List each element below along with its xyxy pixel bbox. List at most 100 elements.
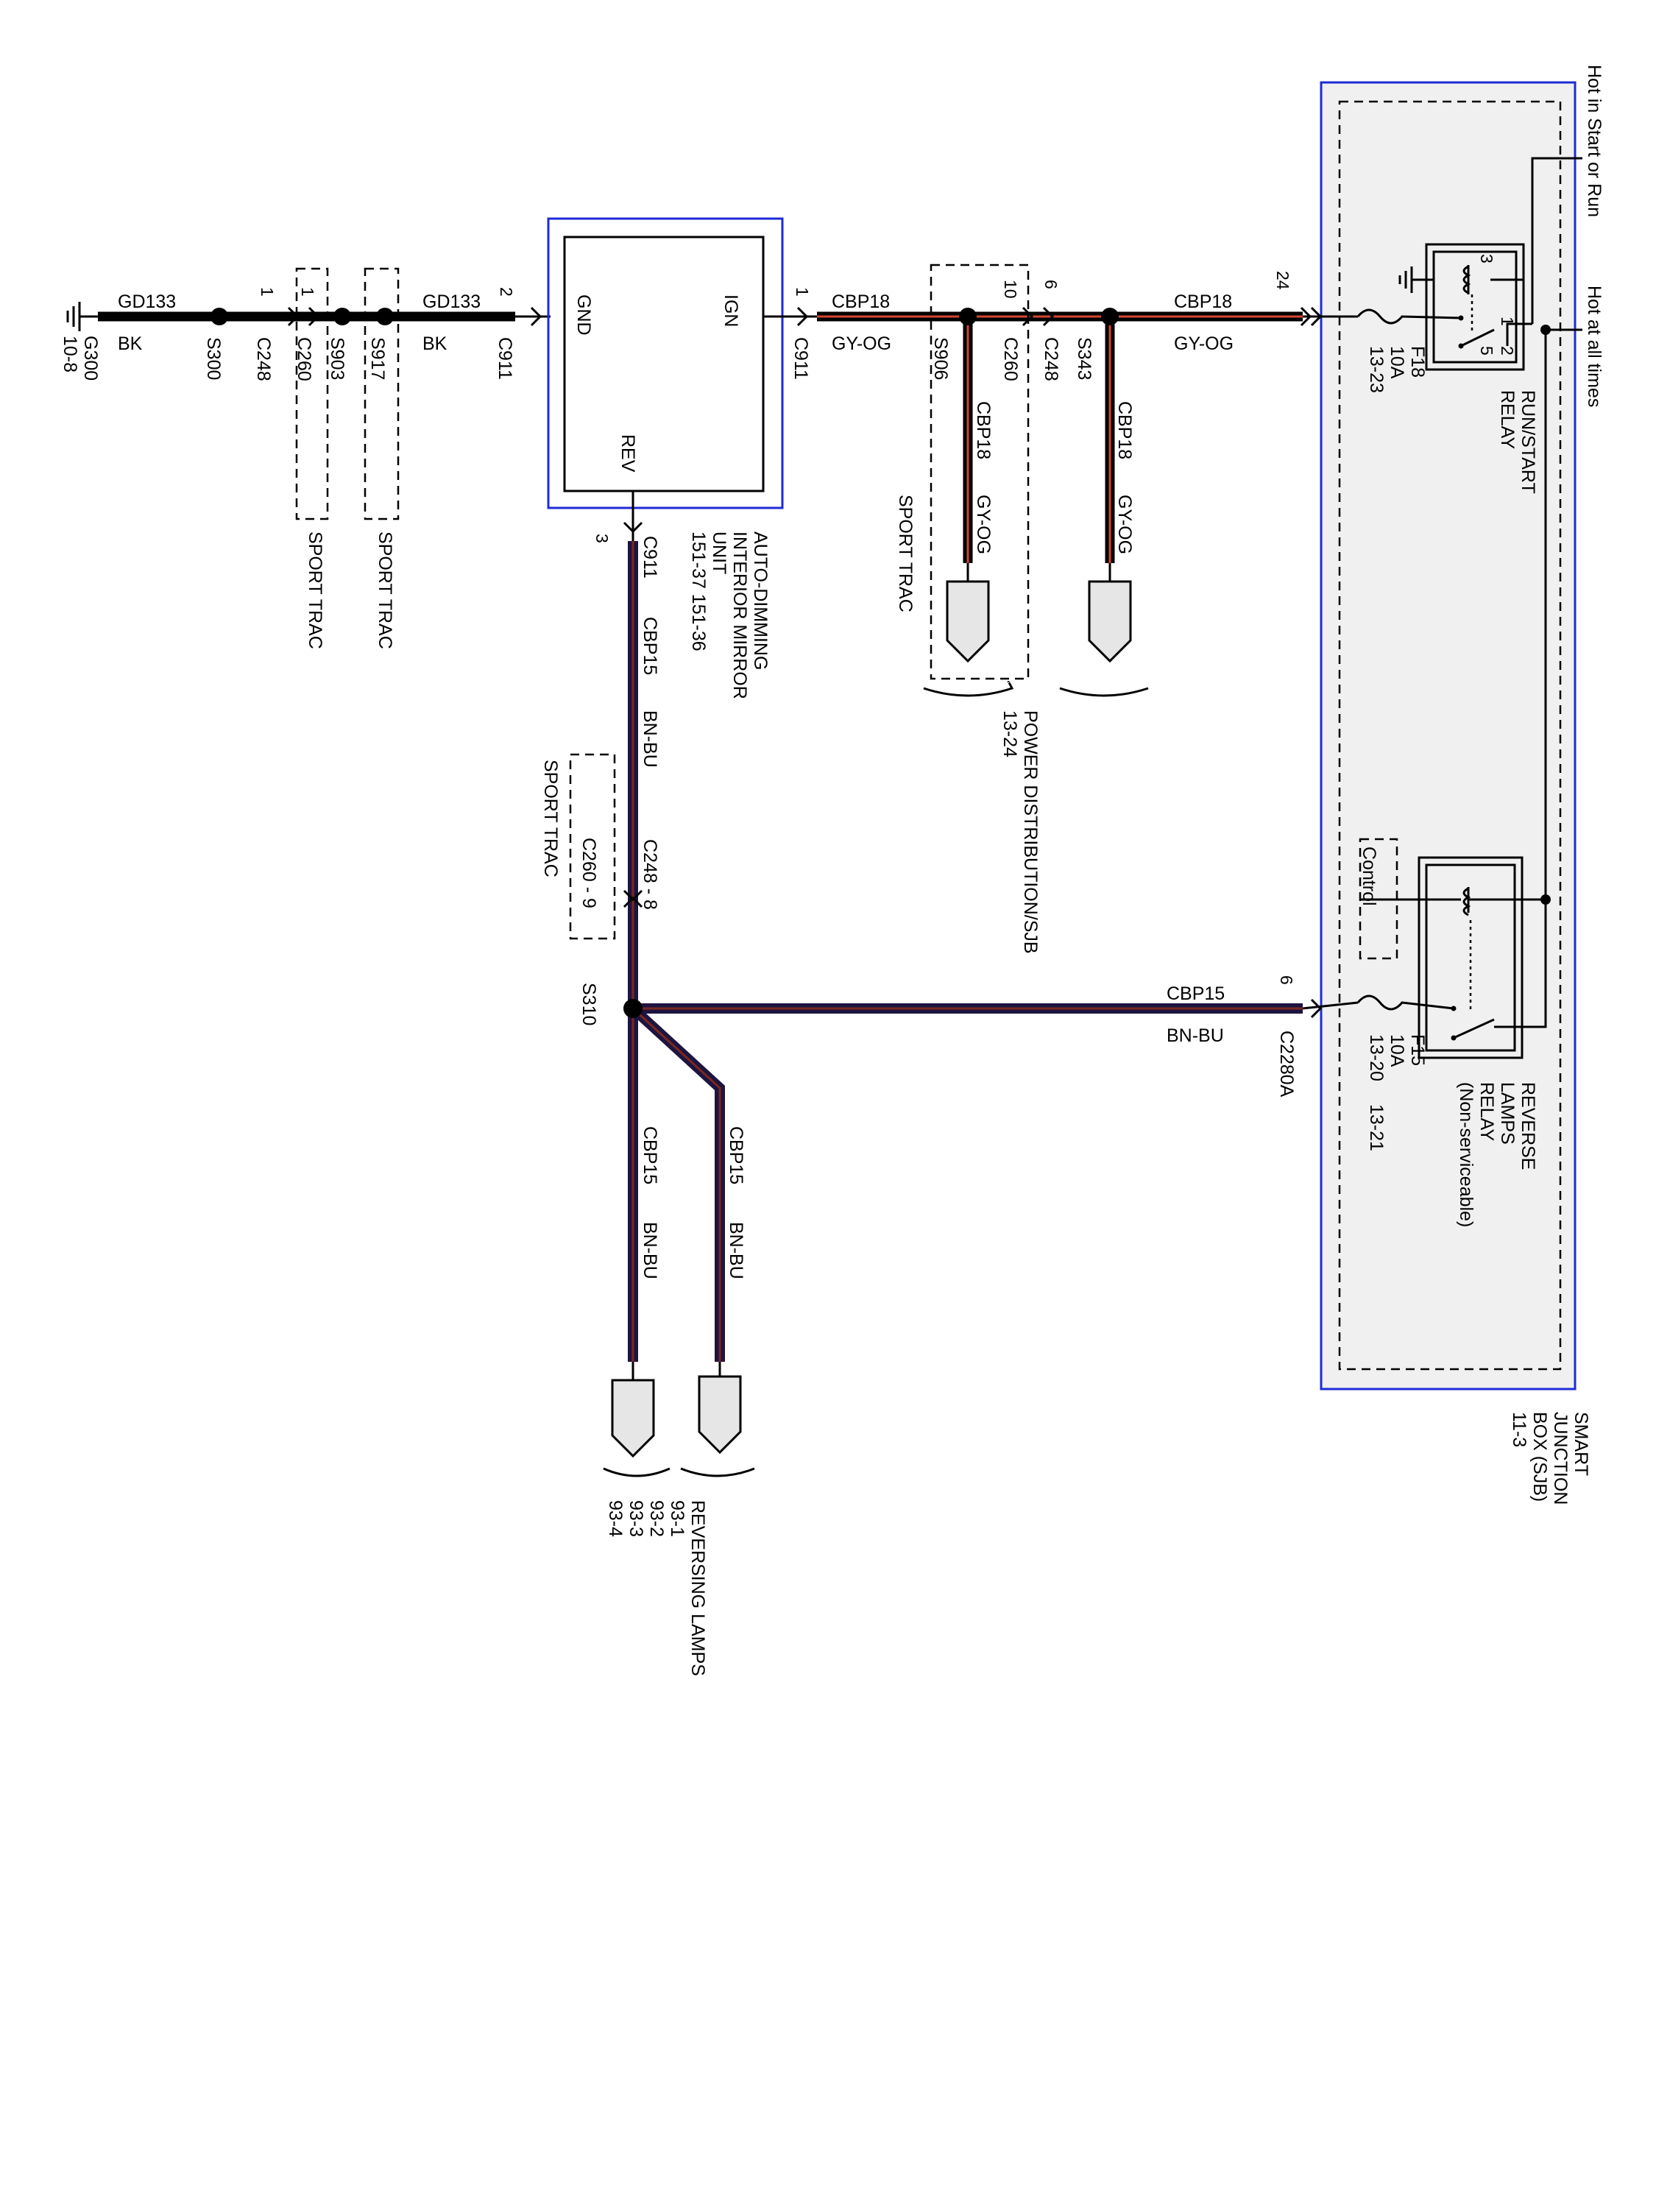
pin-rev-label: REV — [618, 434, 638, 473]
svg-text:SPORT TRAC: SPORT TRAC — [540, 760, 561, 877]
sjb-power-feeds — [1529, 157, 1582, 1028]
svg-text:93-4: 93-4 — [605, 1500, 626, 1537]
svg-text:SMART: SMART — [1571, 1412, 1591, 1476]
svg-text:C2280A: C2280A — [1276, 1031, 1297, 1098]
fuse-f18-label: F18 10A 13-23 — [1366, 346, 1428, 393]
svg-text:F18: F18 — [1407, 346, 1428, 378]
svg-text:S903: S903 — [327, 337, 347, 380]
ground-labels: G300 10-8 S300 C248 1 C260 1 S903 S917 C… — [60, 287, 516, 649]
smart-junction-box — [1320, 81, 1577, 1391]
sport-trac-box-4 — [569, 753, 616, 940]
svg-text:REVERSING LAMPS: REVERSING LAMPS — [687, 1500, 708, 1676]
svg-text:RELAY: RELAY — [1476, 1082, 1497, 1141]
reversing-lamp-connectors — [603, 1362, 755, 1477]
wire-cbp18 — [763, 264, 1358, 680]
svg-text:C911: C911 — [790, 337, 811, 380]
splice-s300 — [210, 308, 228, 325]
mirror-module-label: AUTO-DIMMING INTERIOR MIRROR UNIT 151-37… — [688, 531, 771, 699]
svg-text:GY-OG: GY-OG — [973, 495, 994, 554]
cbp15-label-main: CBP15 — [1167, 983, 1225, 1004]
rev-labels: 3 C911 CBP15 BN-BU C248 - 8 C260 - 9 SPO… — [540, 534, 1297, 1676]
svg-text:LAMPS: LAMPS — [1497, 1082, 1518, 1145]
svg-text:CBP15: CBP15 — [640, 617, 660, 675]
svg-text:C911: C911 — [495, 337, 515, 380]
sjb-label: SMART JUNCTION BOX (SJB) 11-3 — [1509, 1412, 1591, 1505]
ground-symbol — [66, 302, 98, 331]
reverse-relay-label: REVERSE LAMPS RELAY (Non-serviceable) — [1456, 1082, 1538, 1227]
svg-text:S343: S343 — [1074, 337, 1094, 380]
svg-text:C260: C260 — [294, 337, 314, 381]
splice-s906 — [959, 308, 977, 325]
run-start-relay — [1398, 243, 1532, 371]
cbp18-label-2: CBP18 — [1174, 291, 1232, 312]
control-label: Control — [1359, 847, 1379, 906]
svg-text:BN-BU: BN-BU — [640, 710, 660, 768]
svg-text:10A: 10A — [1387, 346, 1407, 379]
svg-text:3: 3 — [592, 534, 612, 543]
bk-label-2: BK — [422, 333, 447, 354]
svg-text:RELAY: RELAY — [1497, 390, 1518, 449]
wire-cbp15 — [569, 491, 1359, 1362]
bnbu-label-main: BN-BU — [1167, 1025, 1224, 1046]
wire-gd133 — [98, 267, 551, 520]
relay-pin-5: 5 — [1477, 346, 1496, 356]
hot-all-times-label: Hot at all times — [1584, 286, 1604, 407]
svg-text:C248: C248 — [1041, 337, 1061, 381]
splice-s310 — [623, 999, 643, 1018]
svg-text:10-8: 10-8 — [60, 336, 80, 372]
svg-text:C248: C248 — [253, 337, 274, 381]
svg-text:CBP18: CBP18 — [973, 401, 994, 459]
gyog-label-1: GY-OG — [832, 333, 891, 354]
svg-text:6: 6 — [1041, 280, 1061, 289]
auto-dimming-mirror-module: GND IGN REV — [547, 217, 784, 509]
relay-pin-3: 3 — [1477, 254, 1496, 264]
svg-text:SPORT TRAC: SPORT TRAC — [895, 495, 916, 612]
svg-text:10A: 10A — [1387, 1034, 1407, 1067]
svg-text:151-37 151-36: 151-37 151-36 — [688, 531, 709, 651]
sport-trac-box-2 — [364, 267, 400, 520]
splice-s343 — [1101, 308, 1119, 325]
svg-text:C260: C260 — [1000, 337, 1021, 381]
ign-labels: 1 C911 S906 10 C260 6 C248 S343 24 CBP18… — [790, 271, 1292, 954]
svg-text:6: 6 — [1277, 975, 1296, 985]
svg-text:13-20: 13-20 — [1366, 1034, 1387, 1081]
fuse-f15 — [1356, 994, 1454, 1011]
svg-text:INTERIOR MIRROR: INTERIOR MIRROR — [729, 531, 750, 699]
svg-text:JUNCTION: JUNCTION — [1550, 1412, 1571, 1505]
svg-text:13-23: 13-23 — [1366, 346, 1387, 393]
relay-pin-1: 1 — [1498, 317, 1517, 326]
fuse-f15-label: F15 10A 13-20 — [1366, 1034, 1428, 1081]
svg-text:1: 1 — [793, 287, 812, 297]
fuse-f18 — [1356, 308, 1462, 325]
svg-text:C248 - 8: C248 - 8 — [640, 839, 660, 910]
svg-text:SPORT TRAC: SPORT TRAC — [305, 531, 325, 649]
svg-text:10: 10 — [1001, 280, 1020, 299]
svg-text:AUTO-DIMMING: AUTO-DIMMING — [750, 531, 771, 670]
svg-text:S300: S300 — [203, 337, 224, 380]
gd133-label-1: GD133 — [118, 291, 176, 312]
svg-text:11-3: 11-3 — [1509, 1412, 1529, 1447]
svg-text:93-3: 93-3 — [626, 1500, 646, 1537]
gyog-label-2: GY-OG — [1174, 333, 1234, 354]
svg-text:(Non-serviceable): (Non-serviceable) — [1456, 1082, 1476, 1227]
svg-text:BN-BU: BN-BU — [640, 1222, 660, 1279]
splice-s917 — [376, 308, 394, 325]
svg-text:RUN/START: RUN/START — [1518, 390, 1538, 494]
hot-start-run-label: Hot in Start or Run — [1584, 65, 1604, 217]
svg-text:BN-BU: BN-BU — [726, 1222, 746, 1279]
gd133-label-2: GD133 — [422, 291, 481, 312]
bk-label-1: BK — [118, 333, 143, 354]
svg-text:G300: G300 — [80, 336, 101, 381]
svg-text:1: 1 — [258, 287, 277, 297]
sport-trac-box-1 — [295, 267, 329, 520]
relay-pin-2: 2 — [1498, 346, 1517, 356]
cbp18-label-1: CBP18 — [832, 291, 890, 312]
svg-text:C911: C911 — [640, 536, 660, 579]
svg-text:GY-OG: GY-OG — [1114, 495, 1135, 554]
svg-text:93-2: 93-2 — [646, 1500, 667, 1537]
svg-text:CBP15: CBP15 — [640, 1126, 660, 1184]
svg-text:24: 24 — [1273, 271, 1292, 290]
splice-s903 — [333, 308, 351, 325]
svg-text:S917: S917 — [367, 337, 388, 380]
